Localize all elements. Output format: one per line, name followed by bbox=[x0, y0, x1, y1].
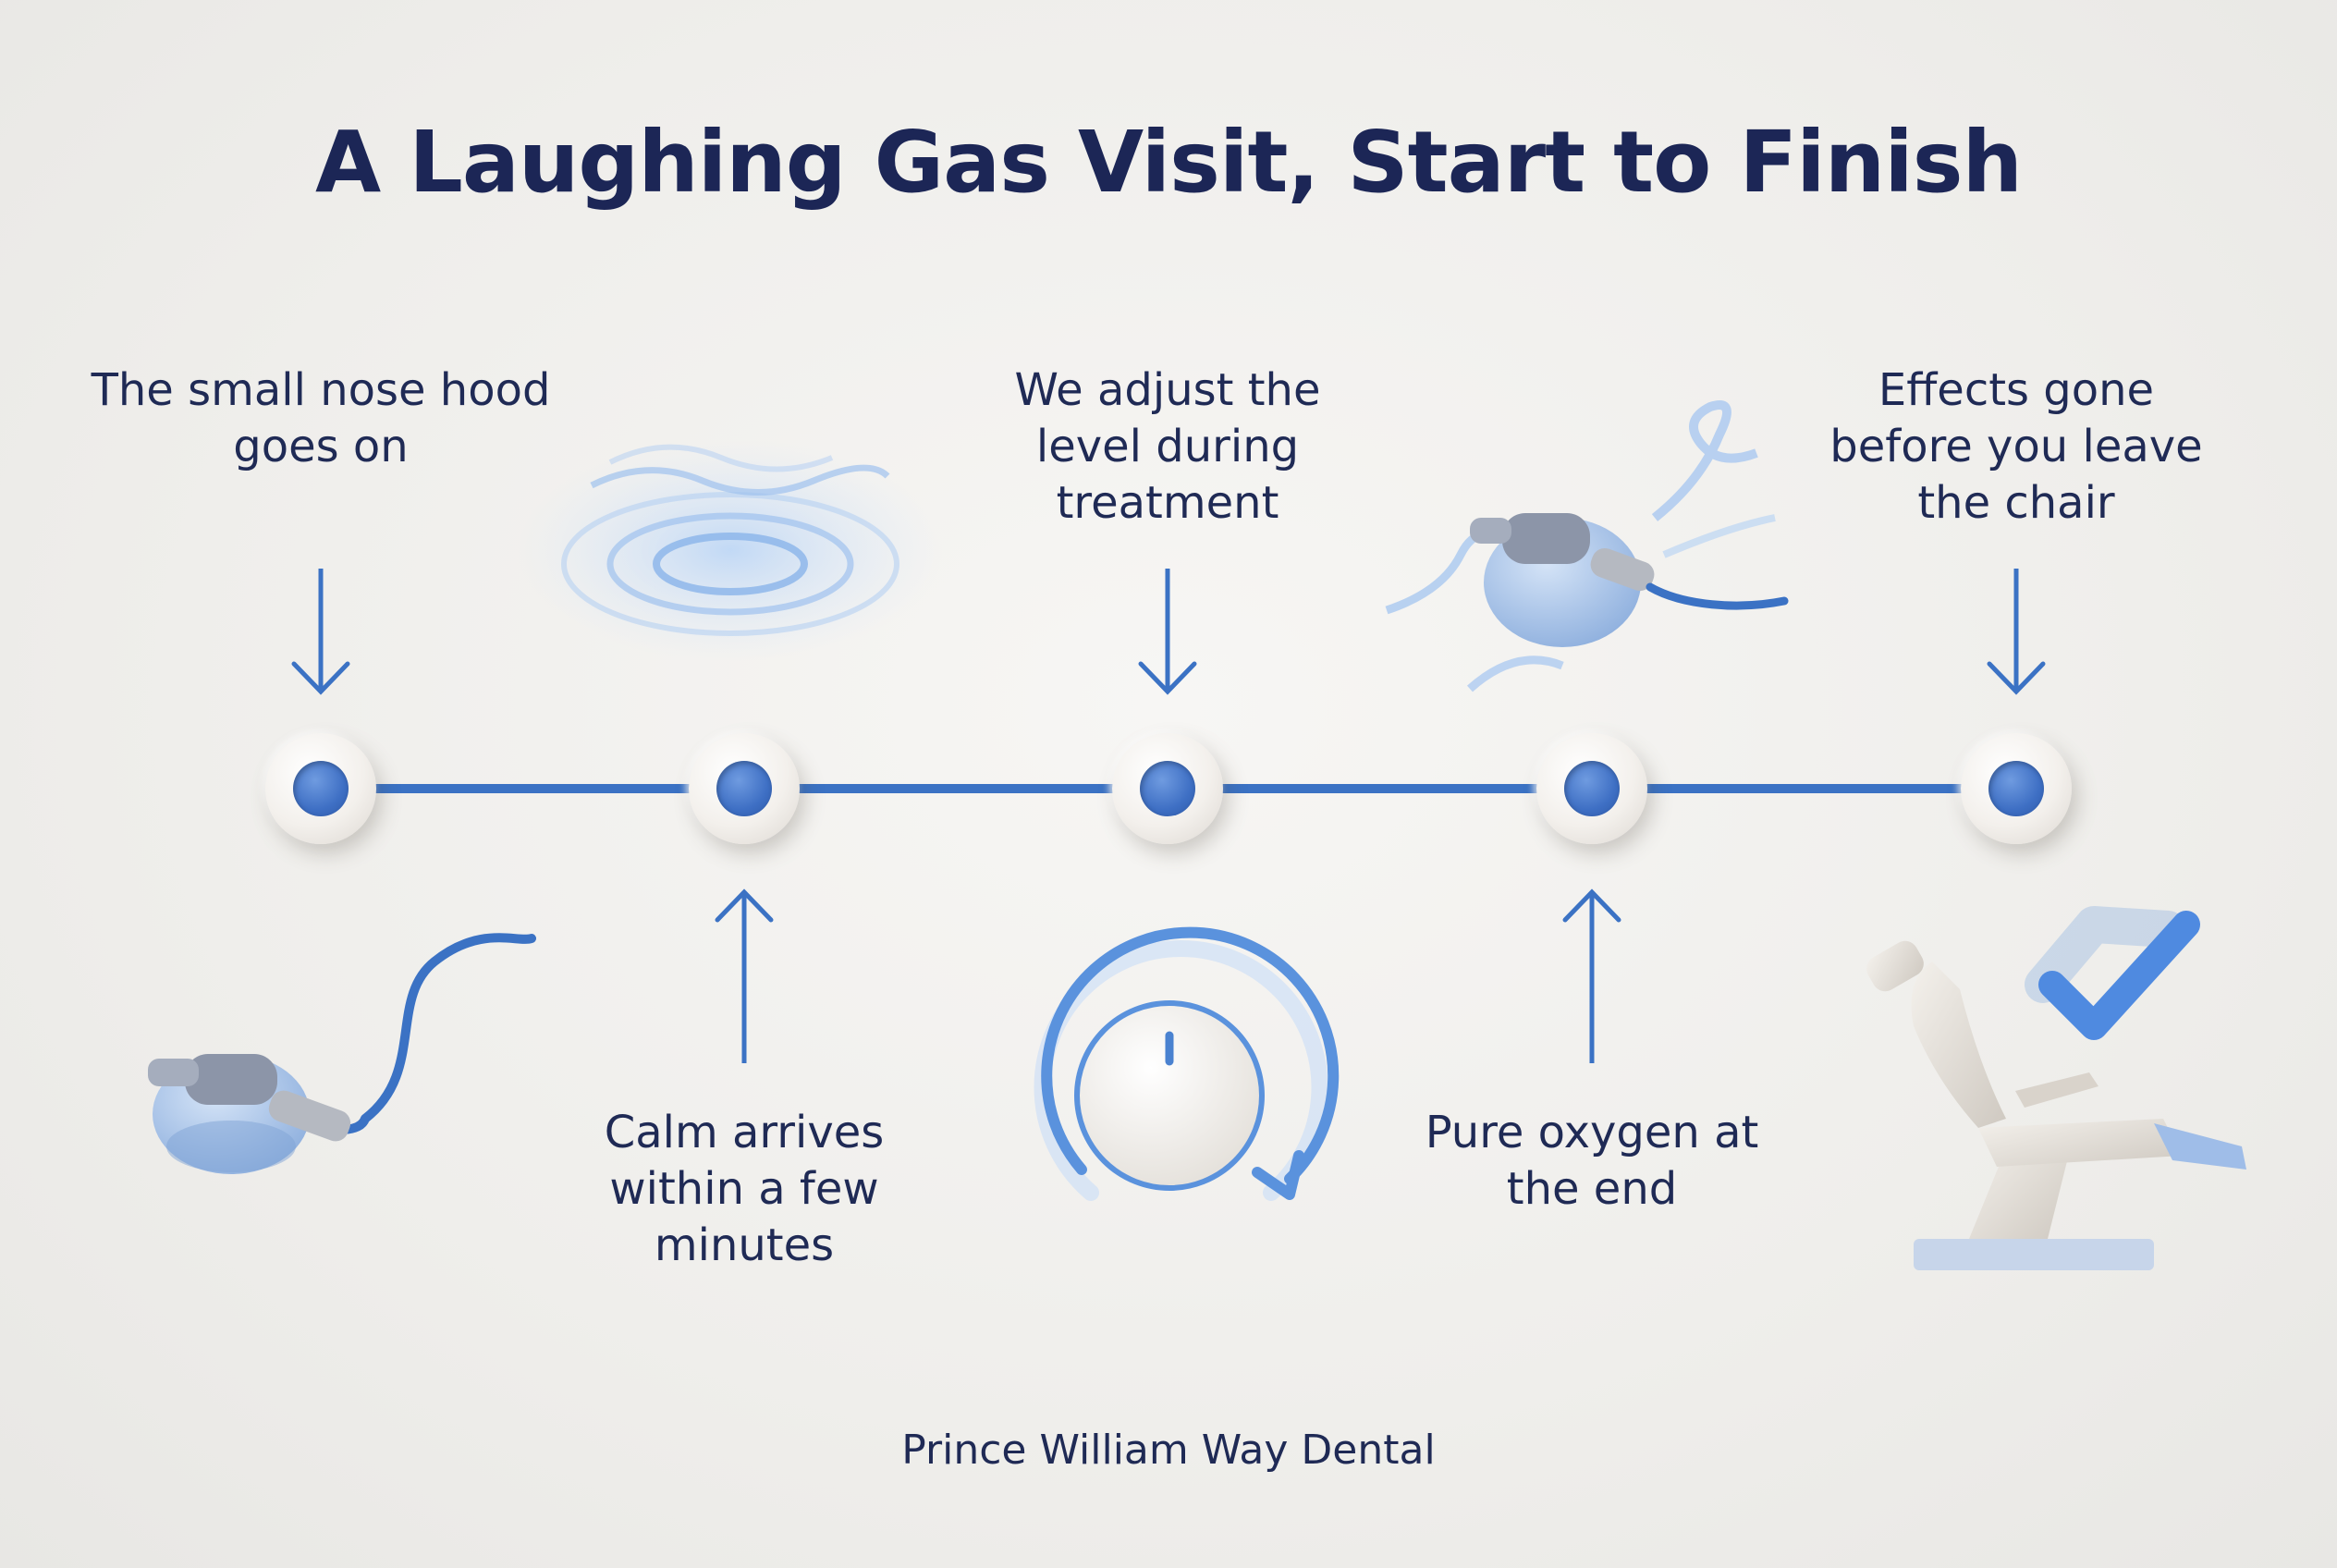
timeline-node-4 bbox=[1536, 733, 1647, 844]
calm-ripple-icon bbox=[518, 439, 943, 661]
arrow-up-step-2 bbox=[715, 888, 774, 1063]
step-5-caption: Effects gone before you leave the chair bbox=[1829, 364, 2203, 529]
oxygen-flow-icon bbox=[1385, 400, 1789, 692]
arrow-up-step-4 bbox=[1562, 888, 1621, 1063]
arrow-down-step-3 bbox=[1138, 569, 1197, 695]
step-1-caption: The small nose hood goes on bbox=[91, 364, 551, 472]
timeline-node-3 bbox=[1112, 733, 1223, 844]
timeline-node-2 bbox=[689, 733, 800, 844]
step-4-caption: Pure oxygen at the end bbox=[1425, 1107, 1759, 1215]
step-3-caption: We adjust the level during treatment bbox=[1014, 364, 1321, 529]
page-title: A Laughing Gas Visit, Start to Finish bbox=[314, 113, 2023, 212]
footer-brand: Prince William Way Dental bbox=[901, 1427, 1436, 1474]
adjust-dial-icon bbox=[1034, 926, 1340, 1201]
timeline-node-5 bbox=[1961, 733, 2072, 844]
arrow-down-step-1 bbox=[291, 569, 350, 695]
dental-chair-check-icon bbox=[1866, 906, 2246, 1270]
timeline-node-1 bbox=[265, 733, 376, 844]
arrow-down-step-5 bbox=[1987, 569, 2046, 695]
nose-hood-icon bbox=[148, 933, 536, 1174]
step-2-caption: Calm arrives within a few minutes bbox=[604, 1107, 885, 1271]
